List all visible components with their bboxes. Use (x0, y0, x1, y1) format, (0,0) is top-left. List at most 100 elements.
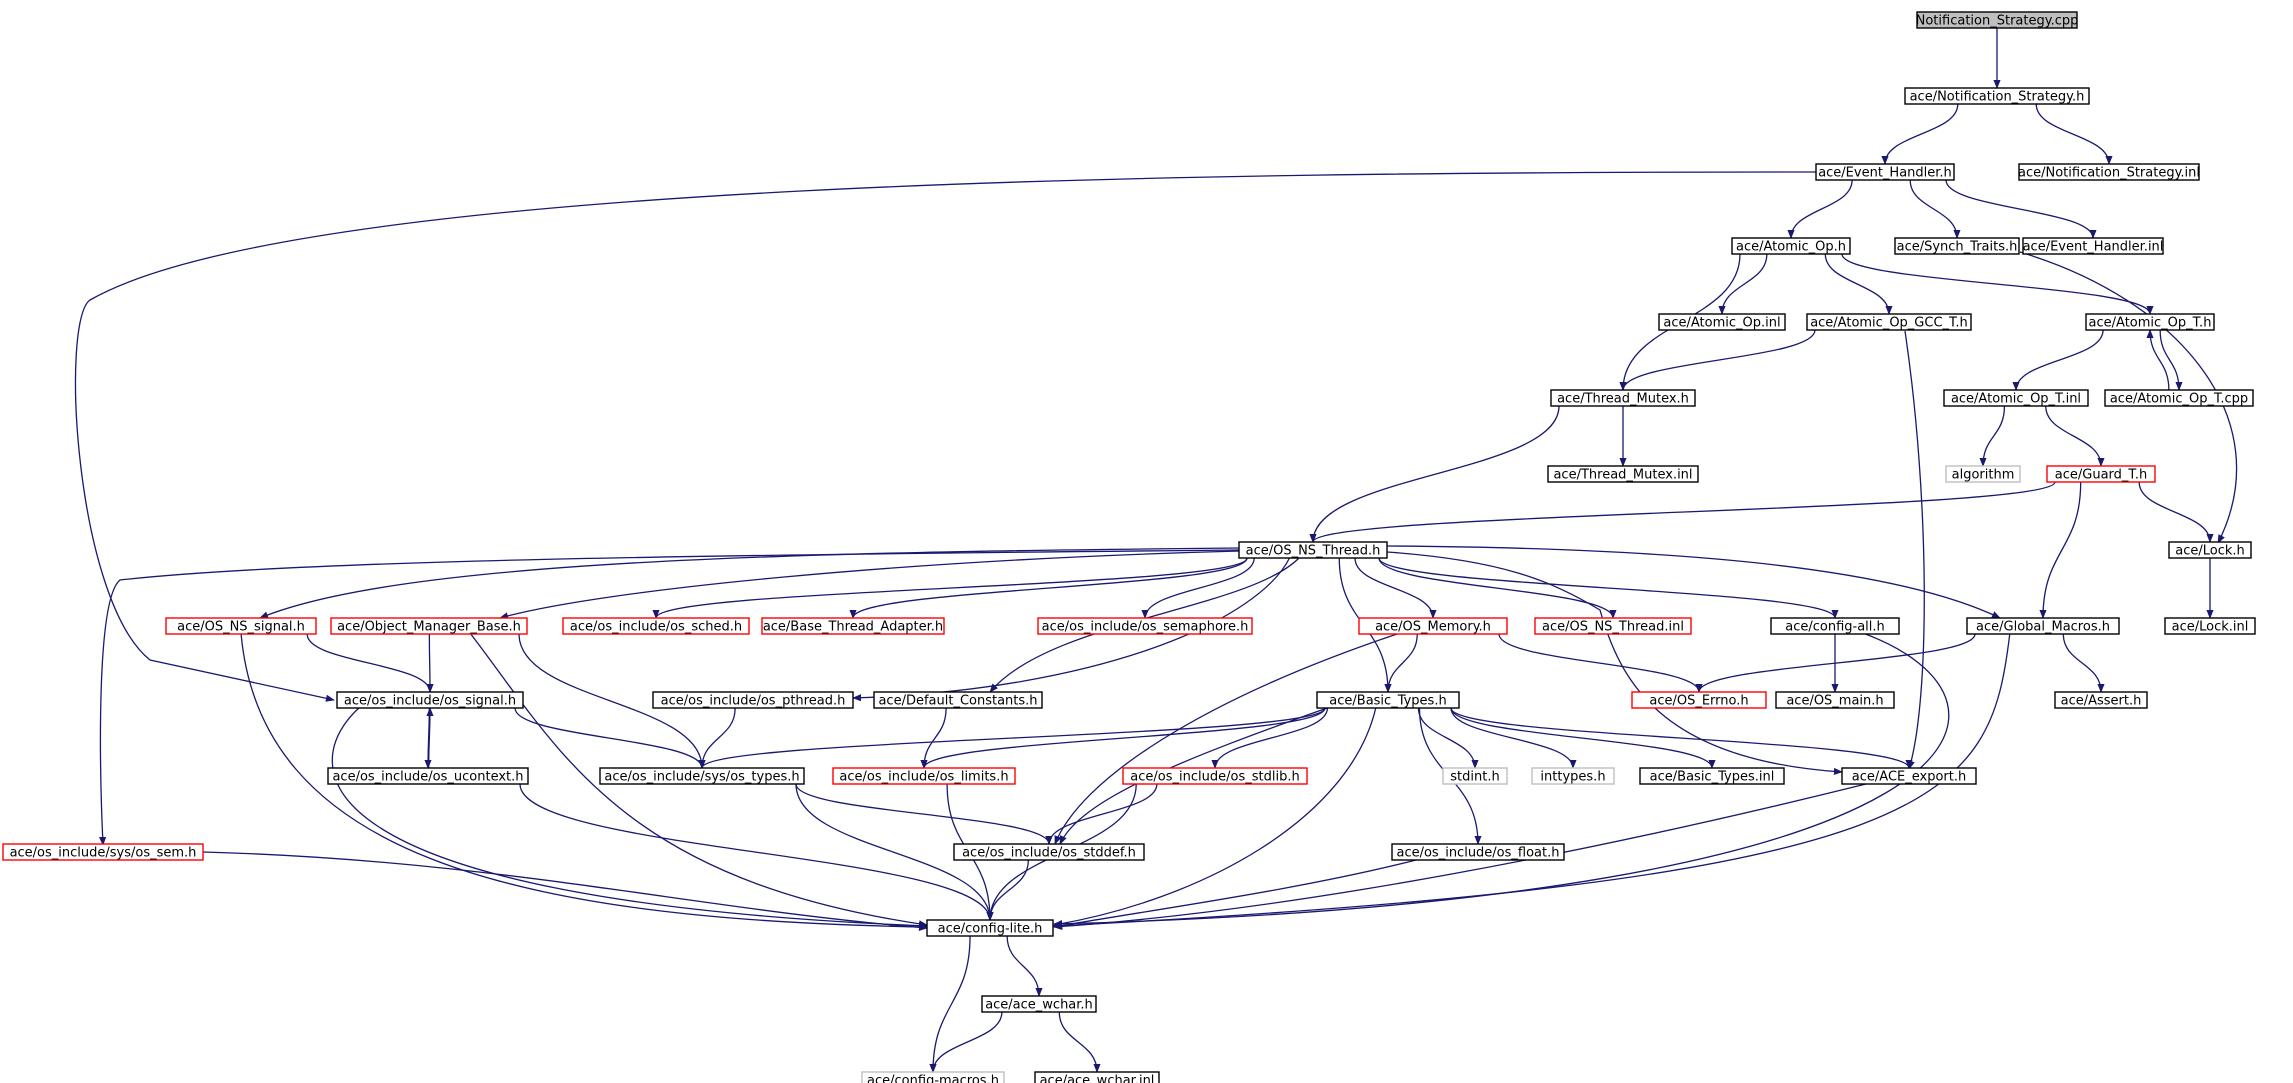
node-cfgall[interactable]: ace/config-all.h (1770, 617, 1900, 635)
node-label: ace/os_include/os_semaphore.h (1042, 620, 1249, 635)
node-sched[interactable]: ace/os_include/os_sched.h (562, 617, 750, 635)
node-label: ace/Object_Manager_Base.h (337, 620, 521, 635)
node-label: ace/os_include/os_sched.h (570, 620, 742, 635)
edge-tm_h-to-osnt (1309, 405, 1560, 543)
edge-aopt_inl-to-algo (1979, 405, 2006, 467)
edge-osnt-to-osnt_inl (1378, 557, 1617, 619)
node-aopt_h[interactable]: ace/Atomic_Op_T.h (2085, 313, 2215, 331)
node-algo: algorithm (1945, 465, 2021, 483)
node-ns_h[interactable]: ace/Notification_Strategy.h (1904, 87, 2090, 105)
edge-aopt_cpp-to-aopt_h (2146, 329, 2170, 391)
edge-osnt-to-osnsig (259, 547, 1241, 619)
node-aop_inl[interactable]: ace/Atomic_Op.inl (1658, 313, 1786, 331)
node-eh_h[interactable]: ace/Event_Handler.h (1815, 163, 1955, 181)
node-label: ace/Synch_Traits.h (1897, 240, 2018, 255)
node-label: ace/Atomic_Op_GCC_T.h (1810, 316, 1968, 331)
edge-wchar_h-to-cfgmac (929, 1011, 1003, 1073)
node-assert[interactable]: ace/Assert.h (2054, 691, 2148, 709)
node-label: ace/OS_NS_Thread.h (1246, 544, 1381, 559)
edge-osnt-to-gm (1386, 545, 2001, 619)
node-label: ace/Notification_Strategy.h (1910, 90, 2085, 105)
edge-omb-to-types (518, 633, 706, 769)
node-sig[interactable]: ace/os_include/os_signal.h (336, 691, 524, 709)
edge-guard-to-osnt (1309, 481, 2056, 543)
node-sema[interactable]: ace/os_include/os_semaphore.h (1037, 617, 1253, 635)
node-wchar_inl[interactable]: ace/ace_wchar.inl (1034, 1071, 1160, 1083)
edge-eh_h-to-aop_h (1787, 179, 1853, 239)
node-export[interactable]: ace/ACE_export.h (1841, 767, 1977, 785)
node-gm[interactable]: ace/Global_Macros.h (1966, 617, 2120, 635)
node-aopt_cpp[interactable]: ace/Atomic_Op_T.cpp (2104, 389, 2254, 407)
edge-export-to-cfglite (1053, 782, 1871, 931)
node-ucontext[interactable]: ace/os_include/os_ucontext.h (327, 767, 529, 785)
node-bt_h[interactable]: ace/Basic_Types.h (1316, 691, 1460, 709)
edge-osnt-to-sema (1141, 557, 1255, 619)
node-osmem[interactable]: ace/OS_Memory.h (1358, 617, 1508, 635)
edge-aopgcc-to-export (1904, 330, 1925, 770)
edge-osnt-to-bta (849, 557, 1248, 619)
node-label: ace/config-macros.h (867, 1074, 999, 1083)
node-float[interactable]: ace/os_include/os_float.h (1391, 843, 1565, 861)
edge-bt_h-to-limits (920, 707, 1326, 769)
edge-osnt-to-export (1386, 551, 1843, 776)
edge-omb-to-sig (426, 633, 434, 693)
edge-bt_h-to-export (1450, 707, 1913, 769)
node-label: ace/os_include/os_limits.h (839, 770, 1008, 785)
node-osnt_inl[interactable]: ace/OS_NS_Thread.inl (1534, 617, 1692, 635)
edge-st_h-to-lock_h (2019, 251, 2238, 544)
node-osnsig[interactable]: ace/OS_NS_signal.h (165, 617, 317, 635)
node-osnt[interactable]: ace/OS_NS_Thread.h (1238, 541, 1388, 559)
edge-aopt_h-to-aopt_cpp (2159, 329, 2183, 391)
node-cfglite[interactable]: ace/config-lite.h (926, 919, 1054, 937)
node-limits[interactable]: ace/os_include/os_limits.h (832, 767, 1016, 785)
edge-stdlib-to-stddef (1045, 783, 1158, 845)
edge-cfglite-to-wchar_h (1006, 935, 1043, 997)
node-aopgcc[interactable]: ace/Atomic_Op_GCC_T.h (1806, 313, 1972, 331)
node-label: ace/Default_Constants.h (878, 694, 1037, 709)
node-label: ace/Assert.h (2061, 694, 2142, 709)
node-label: ace/os_include/sys/os_types.h (604, 770, 799, 785)
edge-osnsig-to-cfglite (240, 632, 928, 931)
node-tm_inl[interactable]: ace/Thread_Mutex.inl (1547, 465, 1699, 483)
edge-stddef-to-cfglite (986, 859, 1029, 921)
node-label: ace/ACE_export.h (1852, 770, 1966, 785)
node-label: inttypes.h (1540, 770, 1605, 785)
node-label: ace/os_include/os_pthread.h (661, 694, 846, 709)
node-errno[interactable]: ace/OS_Errno.h (1631, 691, 1767, 709)
node-aop_h[interactable]: ace/Atomic_Op.h (1731, 237, 1851, 255)
node-types[interactable]: ace/os_include/sys/os_types.h (599, 767, 805, 785)
edge-ns_h-to-ns_inl (2035, 103, 2113, 165)
node-lock_h[interactable]: ace/Lock.h (2168, 541, 2252, 559)
node-omb[interactable]: ace/Object_Manager_Base.h (330, 617, 528, 635)
node-label: ace/Lock.inl (2172, 620, 2249, 635)
node-label: stdint.h (1450, 770, 1499, 785)
node-label: algorithm (1952, 468, 2015, 483)
edge-types-to-cfglite (795, 783, 994, 921)
node-aopt_inl[interactable]: ace/Atomic_Op_T.inl (1943, 389, 2089, 407)
edge-osnt-to-sched (652, 557, 1248, 619)
node-tm_h[interactable]: ace/Thread_Mutex.h (1550, 389, 1696, 407)
node-label: ace/OS_main.h (1786, 694, 1883, 709)
node-guard[interactable]: ace/Guard_T.h (2046, 465, 2156, 483)
node-osmain[interactable]: ace/OS_main.h (1775, 691, 1895, 709)
edge-osmem-to-bt_h (1384, 633, 1418, 693)
node-wchar_h[interactable]: ace/ace_wchar.h (981, 995, 1097, 1013)
edge-guard-to-gm (2039, 481, 2082, 619)
node-lock_inl[interactable]: ace/Lock.inl (2164, 617, 2256, 635)
node-bta[interactable]: ace/Base_Thread_Adapter.h (761, 617, 945, 635)
edge-gm-to-cfglite (1053, 631, 2011, 930)
edge-cfgall-to-cfglite (1053, 631, 1950, 928)
node-ns_inl[interactable]: ace/Notification_Strategy.inl (2018, 163, 2200, 181)
node-stdlib[interactable]: ace/os_include/os_stdlib.h (1122, 767, 1308, 785)
node-inttypes: inttypes.h (1531, 767, 1615, 785)
edge-gm-to-errno (1695, 633, 1976, 693)
node-root[interactable]: Notification_Strategy.cpp (1916, 11, 2079, 29)
node-stddef[interactable]: ace/os_include/os_stddef.h (953, 843, 1145, 861)
node-bt_inl[interactable]: ace/Basic_Types.inl (1639, 767, 1785, 785)
node-defc[interactable]: ace/Default_Constants.h (873, 691, 1043, 709)
edge-wchar_h-to-wchar_inl (1058, 1011, 1101, 1073)
node-ossem[interactable]: ace/os_include/sys/os_sem.h (2, 843, 204, 861)
node-pthread[interactable]: ace/os_include/os_pthread.h (652, 691, 854, 709)
node-st_h[interactable]: ace/Synch_Traits.h (1894, 237, 2020, 255)
node-eh_inl[interactable]: ace/Event_Handler.inl (2022, 237, 2164, 255)
